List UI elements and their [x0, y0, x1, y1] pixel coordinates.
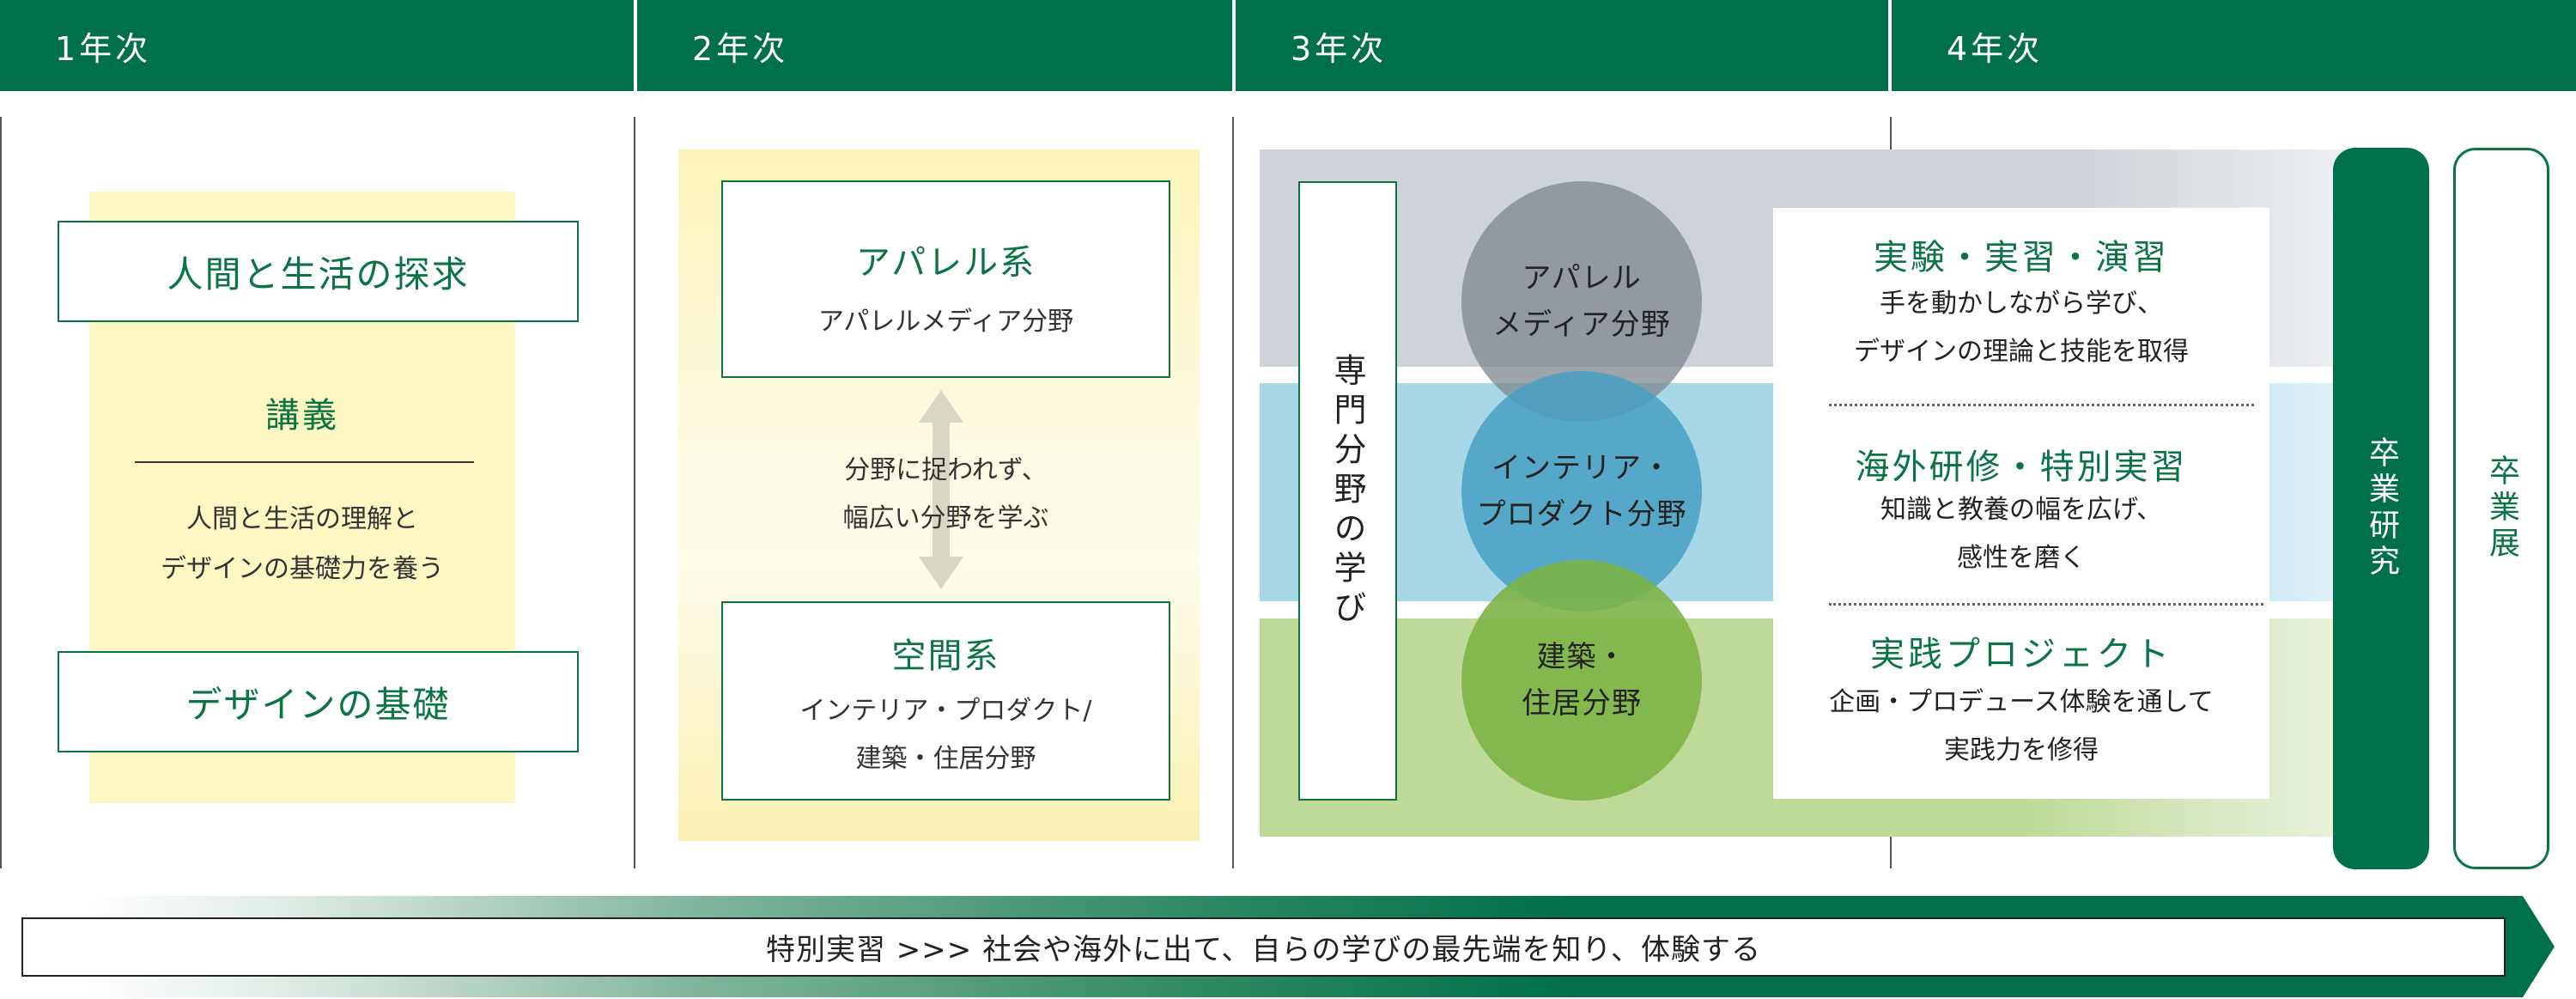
header-year-1: 1年次 — [0, 0, 634, 91]
apparel-title: アパレル系 — [855, 243, 1036, 283]
item-1-line-1: 手を動かしながら学び、 — [1880, 289, 2163, 319]
apparel-box: アパレル系 アパレルメディア分野 — [721, 180, 1170, 378]
header-year-4: 4年次 — [1892, 0, 2576, 91]
space-line-2: 建築・住居分野 — [855, 744, 1036, 774]
header-year-2: 2年次 — [637, 0, 1232, 91]
circle-architecture-line-1: 建築・ — [1536, 640, 1627, 674]
year2-middle-line-2: 幅広い分野を学ぶ — [842, 503, 1049, 533]
graduation-research-pill: 卒業研究 — [2333, 148, 2429, 869]
apparel-subtitle: アパレルメディア分野 — [817, 307, 1074, 337]
item-1-title: 実験・実習・演習 — [1874, 238, 2169, 277]
circle-interior-line-2: プロダクト分野 — [1476, 497, 1687, 532]
learning-panel: 実験・実習・演習 手を動かしながら学び、 デザインの理論と技能を取得 海外研修・… — [1773, 208, 2269, 799]
graduation-exhibition-pill: 卒業展 — [2453, 148, 2549, 869]
divider-2-3 — [1232, 117, 1234, 868]
space-box: 空間系 インテリア・プロダクト/ 建築・住居分野 — [721, 601, 1170, 801]
item-divider-1 — [1829, 404, 2254, 406]
item-3-line-1: 企画・プロデュース体験を通して — [1829, 687, 2214, 717]
item-2-line-2: 感性を磨く — [1957, 543, 2086, 573]
item-2-line-1: 知識と教養の幅を広げ、 — [1880, 495, 2162, 525]
item-divider-2 — [1829, 603, 2263, 606]
space-line-1: インテリア・プロダクト/ — [799, 696, 1092, 726]
lecture-line-1: 人間と生活の理解と — [186, 504, 418, 534]
year1-top-box: 人間と生活の探求 — [58, 221, 579, 322]
divider-1-2 — [634, 117, 635, 868]
item-2-title: 海外研修・特別実習 — [1855, 448, 2188, 487]
lecture-line-2: デザインの基礎力を養う — [161, 554, 444, 584]
circle-apparel-line-2: メディア分野 — [1492, 308, 1671, 342]
left-edge-line — [0, 117, 2, 868]
space-title: 空間系 — [891, 637, 1000, 676]
item-3-title: 実践プロジェクト — [1870, 635, 2172, 674]
circle-architecture-line-2: 住居分野 — [1522, 686, 1642, 721]
circle-interior-line-1: インテリア・ — [1492, 451, 1672, 485]
lecture-title: 講義 — [265, 396, 339, 436]
special-training-banner: 特別実習 >>> 社会や海外に出て、自らの学びの最先端を知り、体験する — [21, 917, 2506, 977]
lecture-divider — [135, 461, 474, 463]
specialty-label: 専門分野の学び — [1328, 352, 1366, 630]
year1-bottom-box: デザインの基礎 — [58, 651, 579, 752]
graduation-research-label: 卒業研究 — [2364, 436, 2399, 581]
graduation-exhibition-label: 卒業展 — [2484, 454, 2519, 563]
circle-apparel-line-1: アパレル — [1522, 261, 1642, 295]
item-3-line-2: 実践力を修得 — [1944, 735, 2099, 765]
year2-middle-line-1: 分野に捉われず、 — [844, 455, 1048, 485]
double-arrow-icon — [919, 390, 963, 589]
header-year-3: 3年次 — [1236, 0, 1888, 91]
circle-architecture: 建築・ 住居分野 — [1461, 560, 1702, 801]
item-1-line-2: デザインの理論と技能を取得 — [1854, 337, 2189, 367]
specialty-label-box: 専門分野の学び — [1298, 181, 1397, 801]
